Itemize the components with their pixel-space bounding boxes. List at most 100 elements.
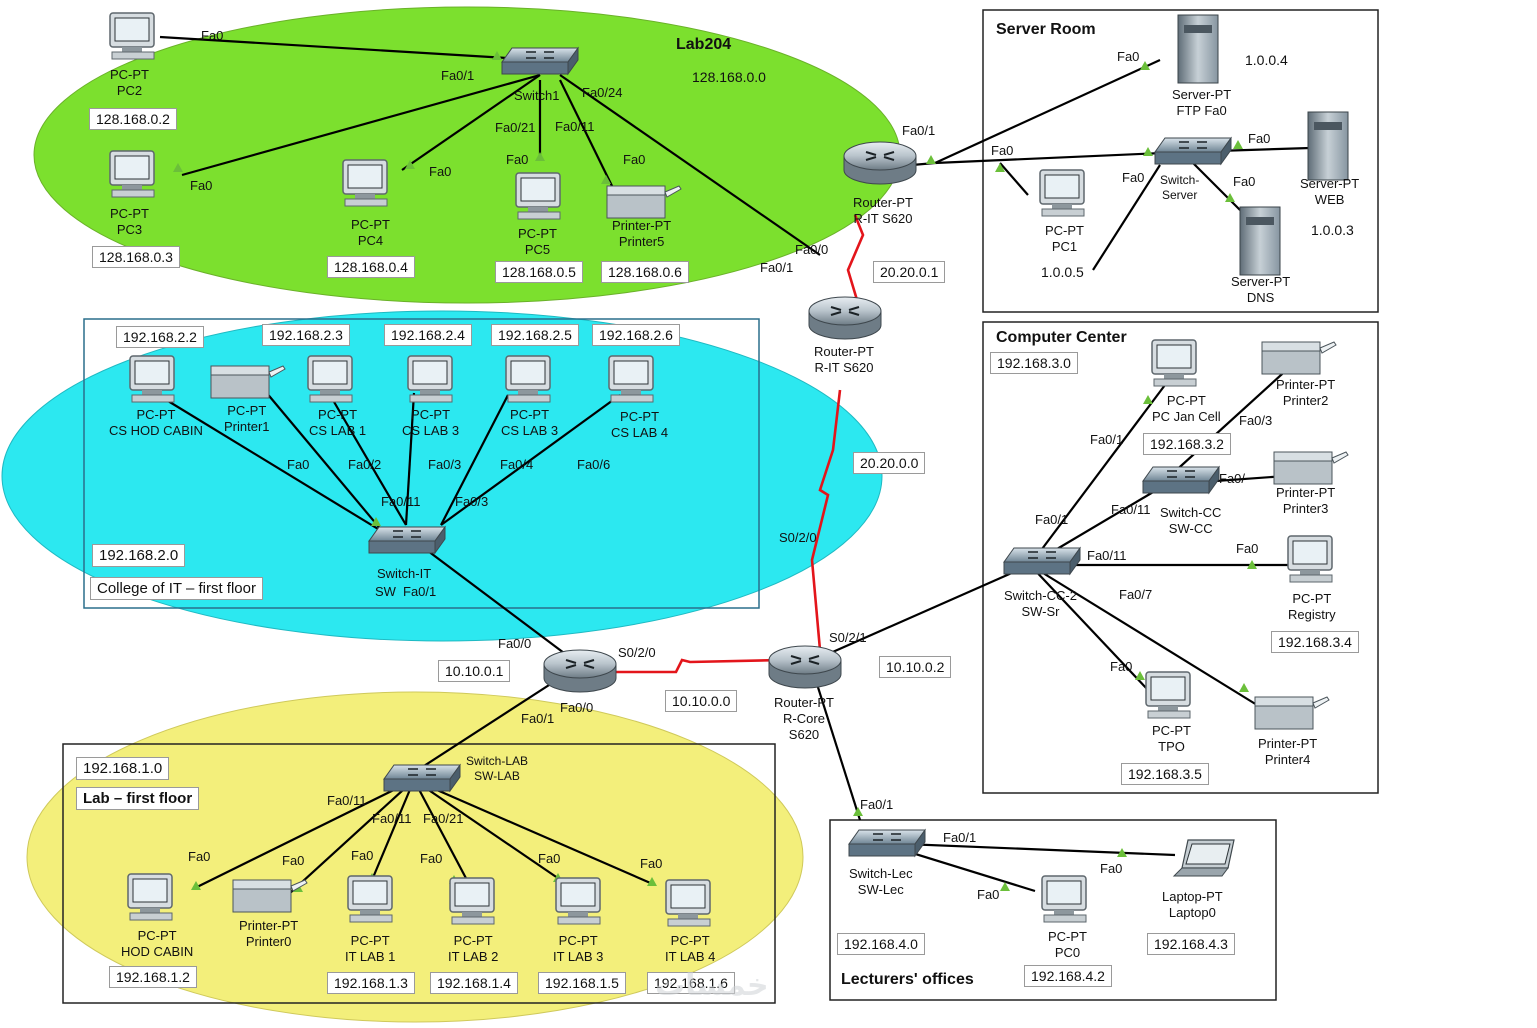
pc-icon xyxy=(342,159,388,207)
switch-it-label: Switch-IT xyxy=(377,566,432,581)
port-label: S0/2/0 xyxy=(618,645,656,660)
port-status-marker xyxy=(647,877,657,886)
link-cable xyxy=(879,841,1176,857)
printer-top xyxy=(606,185,666,196)
link-cable xyxy=(289,779,415,894)
switch-side xyxy=(1220,136,1232,166)
pc-jan-ip: 192.168.3.2 xyxy=(1143,433,1231,455)
pc-screen xyxy=(114,17,150,42)
router-top xyxy=(768,645,842,675)
switch-top xyxy=(368,526,446,542)
router-top xyxy=(808,296,882,326)
port-label: Fa0/1 xyxy=(441,68,475,83)
server-icon xyxy=(1307,111,1349,181)
link-cable xyxy=(808,661,862,821)
port-status-marker xyxy=(601,175,611,184)
pc-stand xyxy=(1164,374,1184,379)
port-label: Fa0 xyxy=(623,152,646,167)
tpo-ip: 192.168.3.5 xyxy=(1121,763,1209,785)
link-cable xyxy=(194,779,415,889)
link-cable xyxy=(159,35,541,62)
laptop-screen xyxy=(1185,843,1231,865)
link-cable xyxy=(559,79,615,191)
port-label: Fa0/7 xyxy=(1119,587,1153,602)
switch-icon xyxy=(848,828,926,858)
switch-front xyxy=(383,778,451,792)
port-label: Fa0/1 xyxy=(1035,512,1069,527)
port-label: Fa0 xyxy=(991,143,1014,158)
port-label: Fa0/21 xyxy=(423,811,464,826)
pc-icon xyxy=(347,875,393,923)
pc-stand xyxy=(528,207,548,212)
link-cable xyxy=(401,74,541,171)
server-bay xyxy=(1184,25,1212,33)
port-label: Fa0 xyxy=(538,851,561,866)
port-label: Fa0/3 xyxy=(428,457,462,472)
port-status-marker xyxy=(1225,193,1235,202)
port-status-marker xyxy=(1140,61,1150,70)
port-label: Fa0 xyxy=(1236,541,1259,556)
router-icon xyxy=(843,141,917,185)
pc-stand xyxy=(462,912,482,917)
pc-keyboard xyxy=(409,394,453,403)
switch1-label: Switch1 xyxy=(514,88,560,103)
port-label: Fa0/ xyxy=(1219,471,1246,486)
switch-arrows xyxy=(393,530,421,538)
printer-body xyxy=(232,887,292,913)
server-bay xyxy=(1246,217,1274,225)
port-label: Fa0 xyxy=(201,28,224,43)
pc5-ip: 128.168.0.5 xyxy=(495,261,583,283)
port-status-marker xyxy=(926,155,936,164)
pc-stand xyxy=(122,185,142,190)
pc-keyboard xyxy=(1289,574,1333,583)
link-10-net: 10.10.0.0 xyxy=(665,690,738,712)
pc-keyboard xyxy=(1043,914,1087,923)
lab-first-network: 192.168.1.0 xyxy=(76,757,170,780)
port-status-marker xyxy=(995,163,1005,172)
switch-side xyxy=(567,46,579,76)
web-ip: 1.0.0.3 xyxy=(1311,222,1354,238)
port-label: Fa0/0 xyxy=(498,636,532,651)
printer-body xyxy=(1254,704,1314,730)
computer-center-title: Computer Center xyxy=(996,329,1127,346)
link-cable xyxy=(259,384,384,533)
link-cable xyxy=(1092,164,1161,271)
port-label: Fa0/11 xyxy=(327,793,367,808)
switch-side xyxy=(1069,546,1081,576)
switch-top xyxy=(501,47,579,63)
pc-stand xyxy=(621,390,641,395)
server-icon xyxy=(1177,14,1219,84)
port-status-marker xyxy=(1239,683,1249,692)
switch-icon xyxy=(1142,465,1220,495)
link-cable xyxy=(1029,564,1271,714)
pc-stand xyxy=(1158,706,1178,711)
cs-hod-ip: 192.168.2.2 xyxy=(116,326,204,348)
printer-tray xyxy=(268,365,286,378)
port-label: Fa0 xyxy=(1110,659,1133,674)
switch-top xyxy=(848,829,926,845)
pc-keyboard xyxy=(111,189,155,198)
pc4-ip: 128.168.0.4 xyxy=(327,256,415,278)
switch-top xyxy=(1142,466,1220,482)
port-label: Fa0/3 xyxy=(455,494,489,509)
lecturers-network: 192.168.4.0 xyxy=(837,933,925,955)
link-cable xyxy=(559,74,821,256)
pc-icon xyxy=(449,877,495,925)
pc-keyboard xyxy=(517,211,561,220)
printer-top xyxy=(1254,696,1314,707)
pc-icon xyxy=(1041,875,1087,923)
port-label: Fa0 xyxy=(188,849,211,864)
port-status-marker xyxy=(853,807,863,816)
pc-stand xyxy=(142,390,162,395)
